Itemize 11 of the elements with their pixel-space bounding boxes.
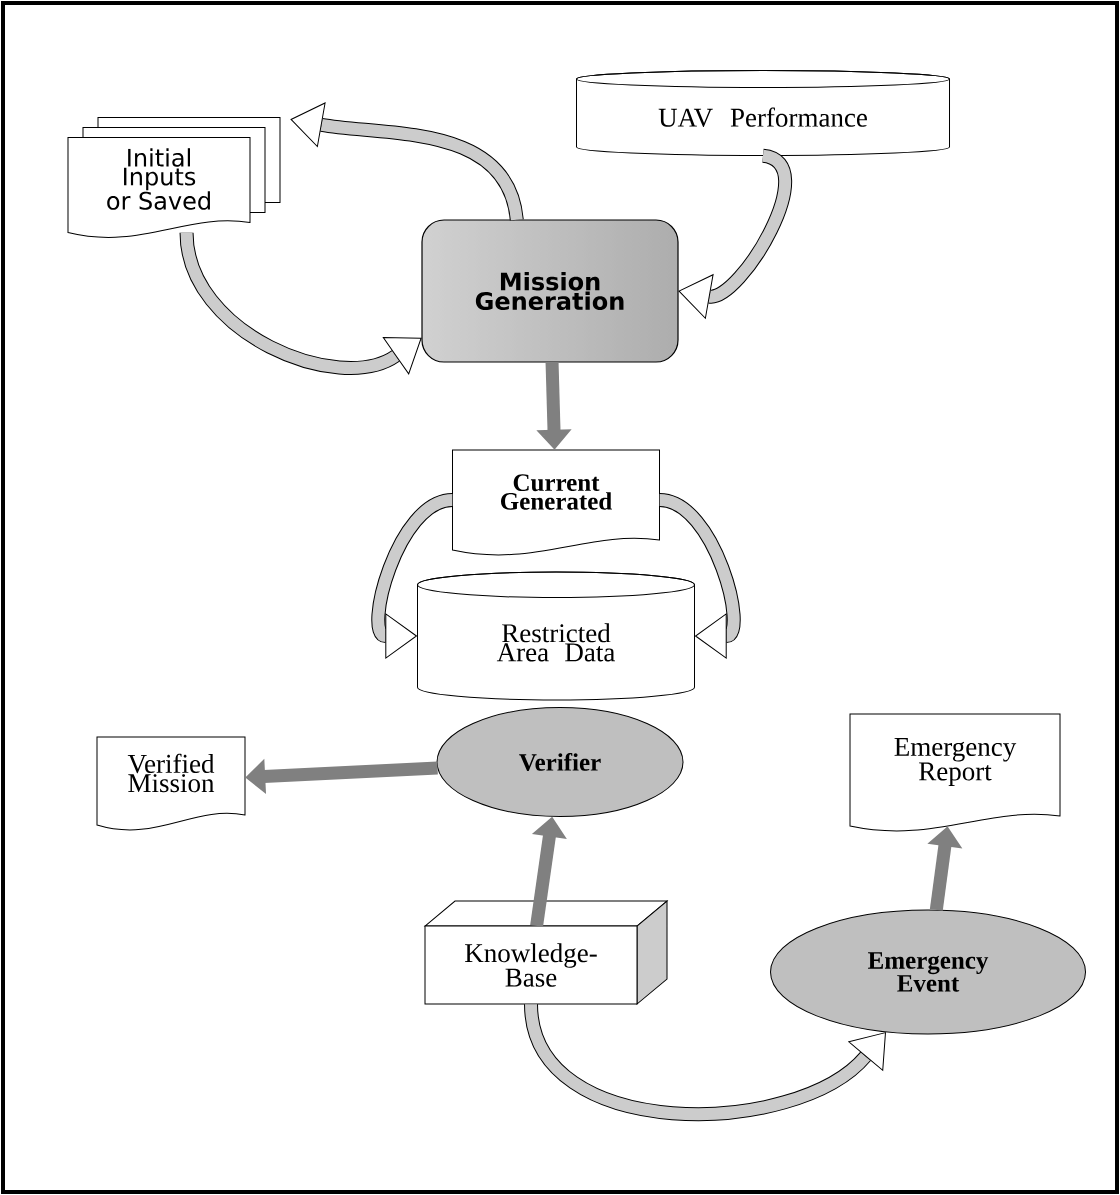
curved-arrow	[179, 231, 422, 375]
curved-arrow	[678, 149, 792, 319]
database-cylinder: UAV Performance	[576, 70, 950, 156]
curved-arrow	[524, 1003, 886, 1121]
cube-box: Knowledge-Base	[424, 900, 668, 1005]
document-stack: Initial Inputs or Saved	[67, 117, 281, 238]
curved-arrow	[290, 102, 524, 222]
curved-arrow	[658, 493, 741, 659]
curved-arrow	[371, 493, 454, 659]
database-cylinder: Restricted Area Data	[417, 571, 695, 701]
process-box: Mission Generation	[421, 219, 679, 363]
